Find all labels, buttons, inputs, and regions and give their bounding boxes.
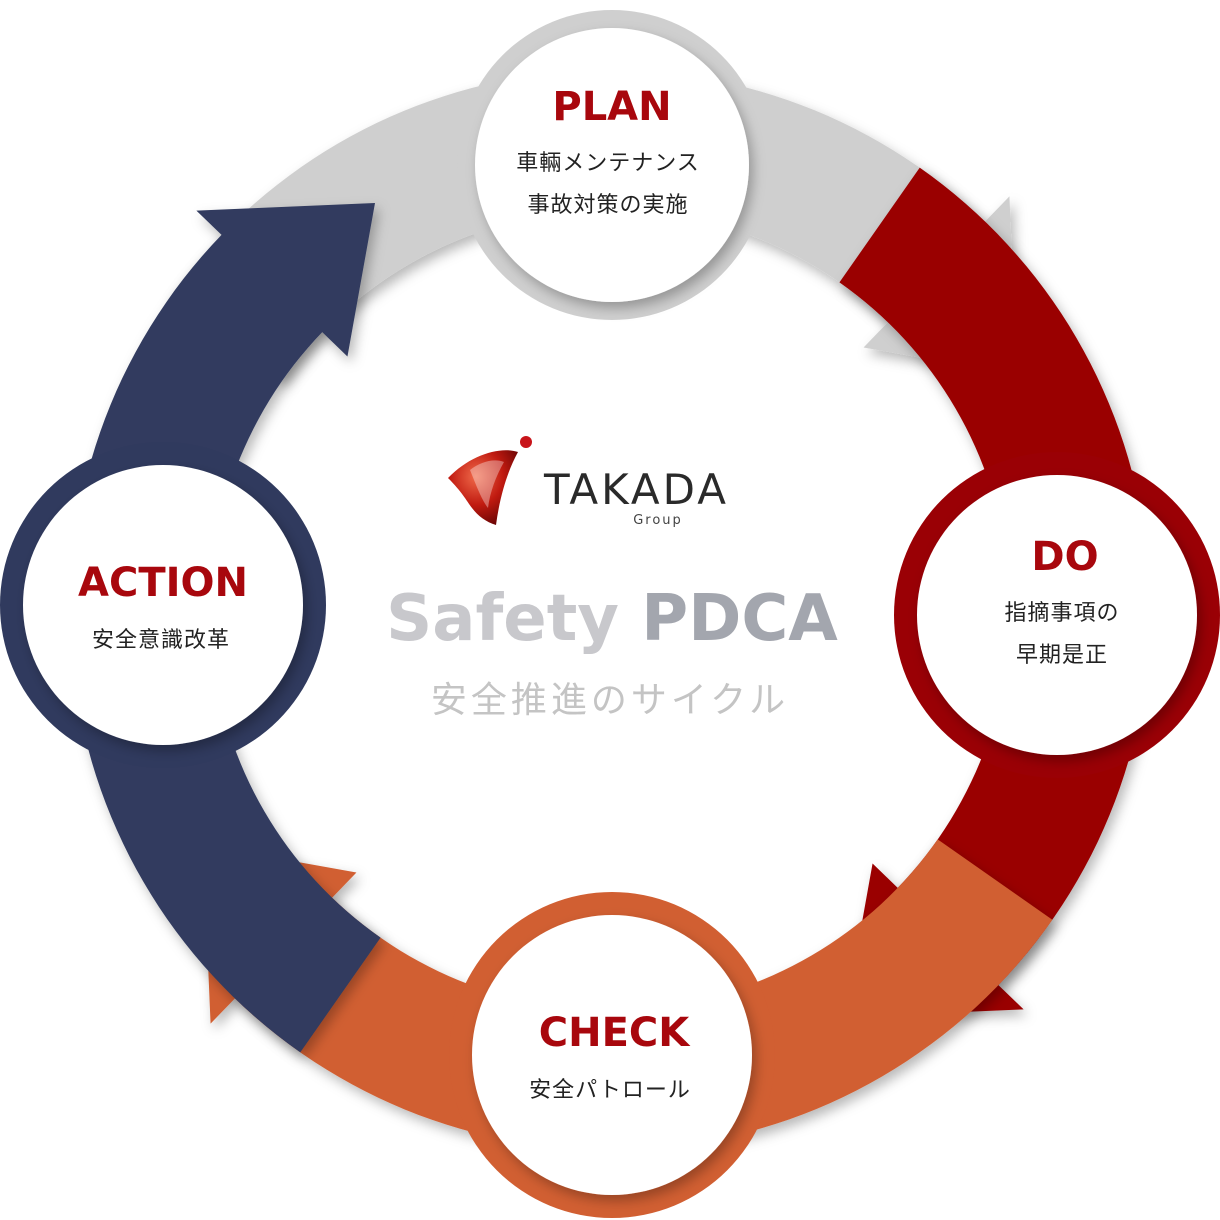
plan-text-line1: 車輛メンテナンス xyxy=(516,151,700,176)
action-title: ACTION xyxy=(78,560,248,606)
action-disc xyxy=(23,465,303,745)
check-disc xyxy=(472,915,752,1195)
action-node: ACTION 安全意識改革 xyxy=(0,442,326,768)
takada-emblem-icon xyxy=(448,436,532,525)
do-disc xyxy=(917,475,1197,755)
do-node: DO 指摘事項の 早期是正 xyxy=(894,452,1220,778)
center-title: Safety PDCA xyxy=(386,582,838,656)
check-to-action-arrow xyxy=(202,839,1053,1150)
plan-disc xyxy=(475,28,749,302)
check-node: CHECK 安全パトロール xyxy=(449,892,775,1218)
do-title: DO xyxy=(1031,534,1098,580)
logo-brand-text: TAKADA xyxy=(543,465,729,514)
center-title-pdca: PDCA xyxy=(641,582,838,656)
center-title-safety: Safety xyxy=(386,582,619,656)
plan-node: PLAN 車輛メンテナンス 事故対策の実施 xyxy=(457,10,767,320)
action-to-plan-arrow xyxy=(69,202,381,1053)
plan-text-line2: 事故対策の実施 xyxy=(527,193,688,218)
logo-sub-text: Group xyxy=(633,513,683,528)
plan-to-do-arrow xyxy=(167,70,1018,381)
action-text-line1: 安全意識改革 xyxy=(92,628,230,653)
do-text-line2: 早期是正 xyxy=(1016,643,1108,668)
check-text-line1: 安全パトロール xyxy=(529,1078,691,1103)
do-to-check-arrow xyxy=(839,167,1150,1018)
check-title: CHECK xyxy=(539,1010,692,1056)
plan-title: PLAN xyxy=(552,84,671,130)
takada-logo: TAKADA Group xyxy=(448,436,729,528)
do-text-line1: 指摘事項の xyxy=(1004,601,1119,626)
center-subtitle: 安全推進のサイクル xyxy=(431,680,789,721)
